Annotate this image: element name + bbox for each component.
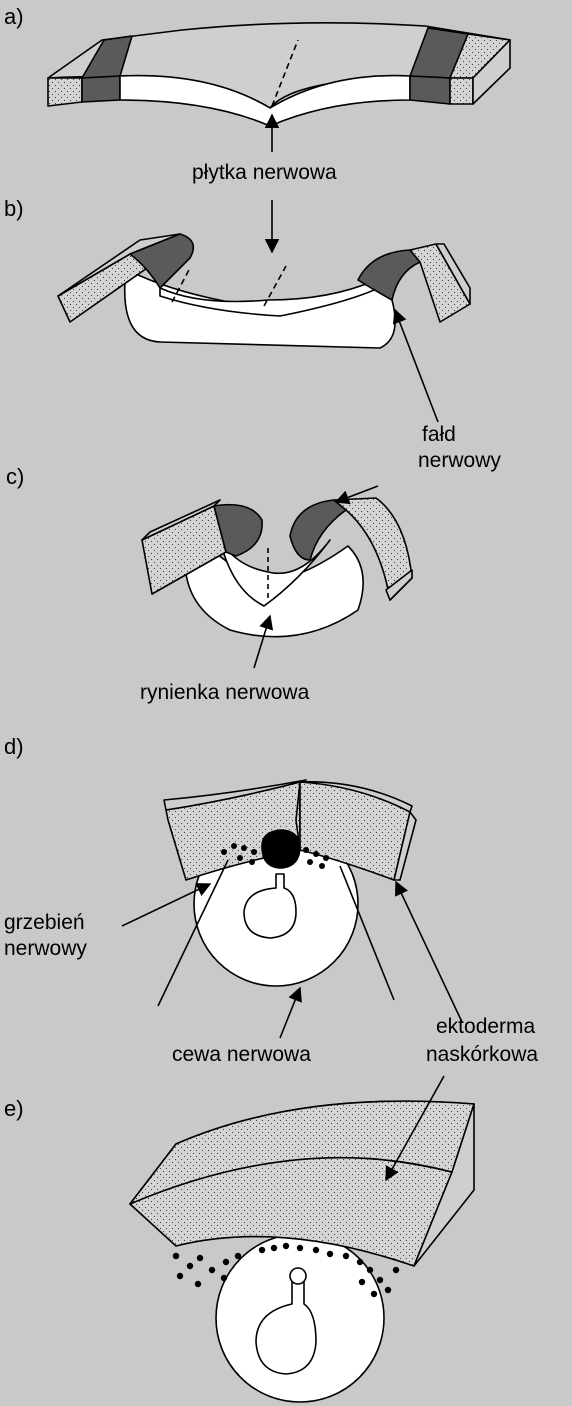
tube-arrow (280, 988, 300, 1038)
stage-e-tube-ectoderm (130, 1101, 474, 1402)
label-neural-plate: płytka nerwowa (192, 160, 337, 186)
groove-c-right-fold (290, 500, 346, 560)
panel-label-e: e) (4, 1096, 24, 1122)
panel-label-c: c) (6, 464, 24, 490)
stage-a-neural-plate (48, 23, 510, 126)
plate-left-ectoderm (48, 78, 82, 106)
panel-label-a: a) (4, 4, 24, 30)
label-neural-crest-2: nerwowy (4, 936, 87, 962)
stage-b-neural-folds (58, 234, 470, 348)
stage-c-neural-groove (142, 498, 412, 637)
tube-d-crest-mass (262, 830, 300, 868)
label-ectoderm-1: ektoderma (436, 1014, 535, 1040)
label-neural-tube: cewa nerwowa (172, 1042, 311, 1068)
ectoderm-arrow-d (396, 882, 462, 1022)
panel-label-d: d) (4, 734, 24, 760)
label-neural-groove: rynienka nerwowa (140, 680, 309, 706)
fold-arrow-b (395, 310, 438, 422)
label-neural-fold-1: fałd (422, 422, 456, 448)
stage-d-neural-tube (158, 780, 416, 1006)
label-neural-crest-1: grzebień (4, 910, 85, 936)
label-neural-fold-2: nerwowy (418, 448, 501, 474)
panel-label-b: b) (4, 196, 24, 222)
label-ectoderm-2: naskórkowa (426, 1042, 538, 1068)
